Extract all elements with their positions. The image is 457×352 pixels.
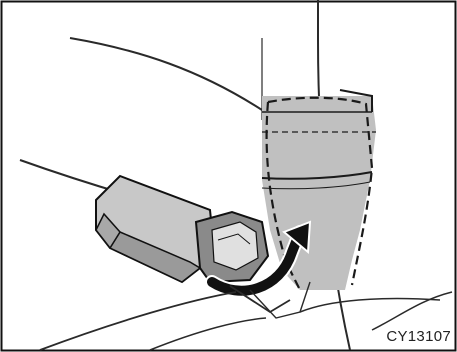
seat-cushion-top-line [70, 38, 262, 110]
floor-line-far-right [372, 292, 452, 330]
seat-belt-buckle [96, 176, 268, 282]
belt-housing [262, 90, 376, 290]
floor-line-right [300, 299, 440, 313]
floor-line-left [40, 292, 236, 350]
floor-line-mid [150, 318, 266, 350]
figure-code-label: CY13107 [386, 328, 451, 345]
